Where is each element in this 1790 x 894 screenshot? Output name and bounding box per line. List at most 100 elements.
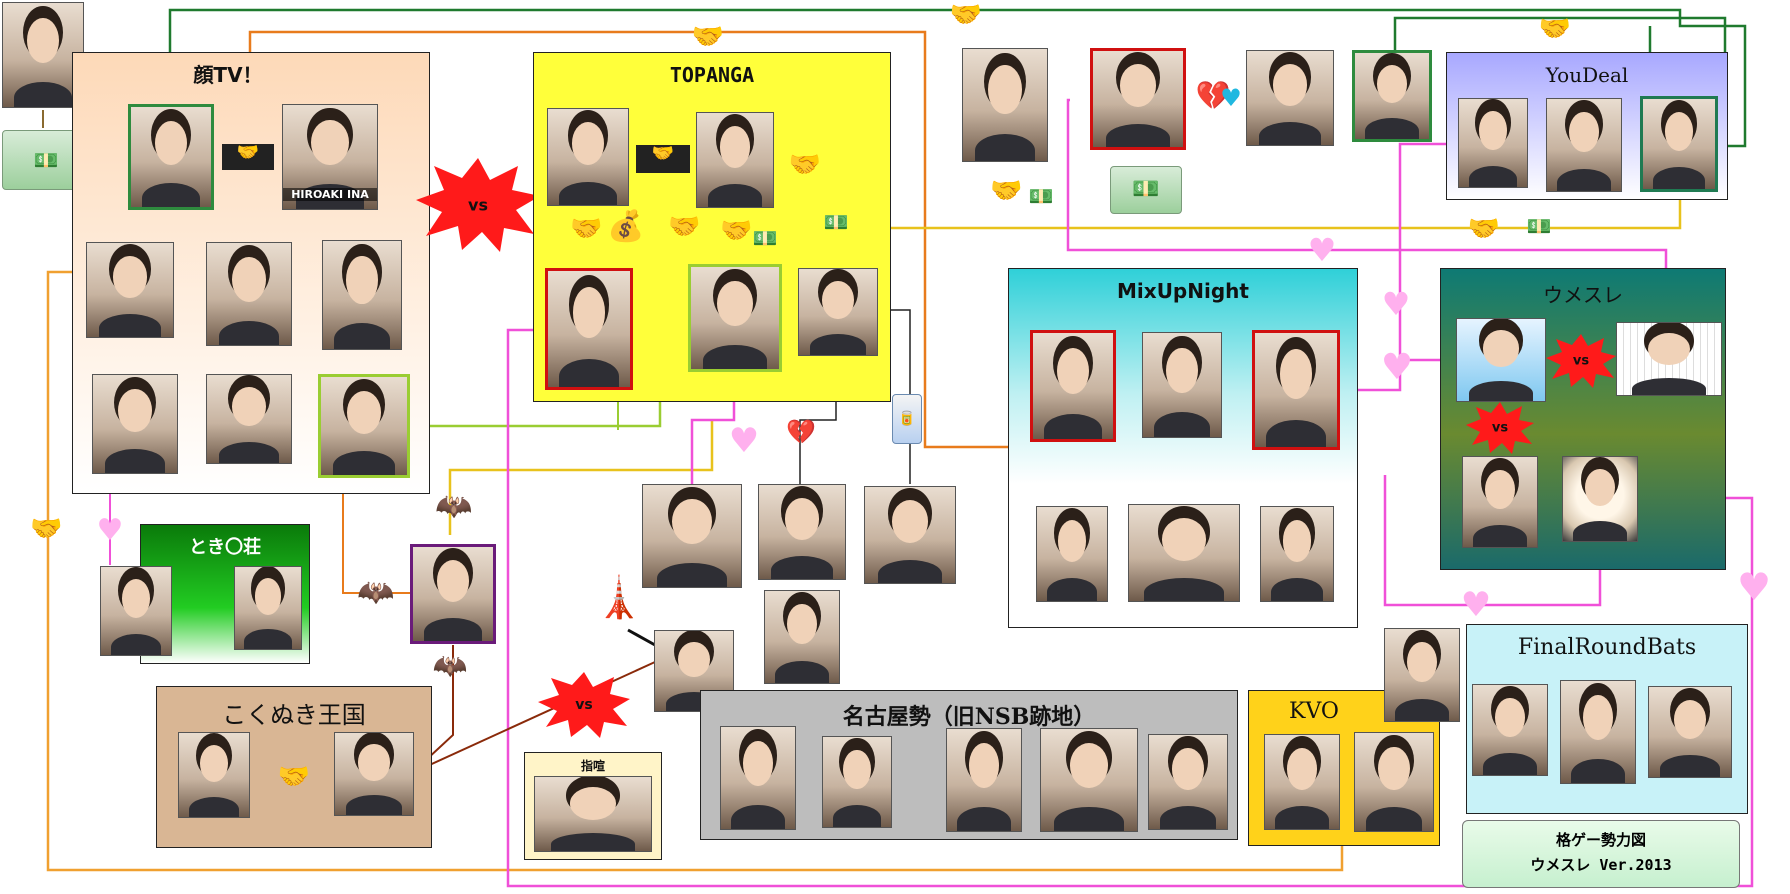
kokunuki-member-photo xyxy=(178,732,250,818)
toki-so-member-photo xyxy=(100,566,172,656)
handshake-icon: 🤝 xyxy=(720,216,753,246)
umesure-member-image xyxy=(1616,322,1722,396)
diagram-title: 格ゲー勢力図 xyxy=(1555,831,1646,849)
heart-icon: ♥ xyxy=(1307,231,1337,269)
green-connector xyxy=(168,8,1747,148)
vs-label: vs xyxy=(468,195,488,215)
yellow-connector xyxy=(448,420,714,535)
kao-tv-member-photo xyxy=(206,242,292,346)
vs-burst-icon xyxy=(1546,334,1616,388)
vs-burst-icon xyxy=(416,158,540,252)
vs-badge: vs xyxy=(416,158,540,252)
kao-tv-member-photo: HIROAKI INA xyxy=(282,104,378,210)
nagoya-member-photo xyxy=(946,728,1022,832)
mixupnight-member-photo xyxy=(1252,330,1340,450)
group-title-kao-tv: 顔TV！ xyxy=(193,63,263,87)
diagram-title-card: 格ゲー勢力図 ウメスレ Ver.2013 xyxy=(1462,820,1740,888)
vs-label: vs xyxy=(1491,420,1509,436)
heart-icon: ♥ xyxy=(1736,565,1772,609)
topanga-member-photo xyxy=(547,108,629,206)
member-photo xyxy=(642,484,742,588)
vs-label: vs xyxy=(1572,353,1590,369)
bat-icon: 🦇 xyxy=(357,575,395,610)
group-title-youdeal: YouDeal xyxy=(1545,63,1629,87)
handshake-icon: 🤝 xyxy=(949,0,983,30)
brown-connector xyxy=(342,490,412,594)
arrow-to-tower xyxy=(627,628,656,647)
member-photo xyxy=(1090,48,1186,150)
heart-icon: ♥ xyxy=(1380,347,1414,388)
mixupnight-member-photo xyxy=(1030,330,1116,442)
kvo-member-photo xyxy=(1264,734,1340,830)
group-title-kvo: KVO xyxy=(1289,699,1339,724)
brown-connector-3 xyxy=(411,661,656,774)
group-title-toki-so: とき〇荘 xyxy=(189,537,261,558)
yellow-connector-2 xyxy=(890,194,1682,230)
nagoya-member-photo xyxy=(822,736,892,828)
pink-connector xyxy=(506,328,1754,888)
kao-tv-member-photo xyxy=(206,374,292,464)
member-photo xyxy=(1246,50,1334,146)
kao-tv-member-photo xyxy=(322,240,402,350)
money-icon: 💵 xyxy=(1028,184,1054,208)
topanga-member-photo xyxy=(798,268,878,356)
group-title-topanga: TOPANGA xyxy=(669,63,755,87)
vs-badge: vs xyxy=(538,672,630,738)
youdeal-member-photo xyxy=(1640,96,1718,192)
kao-tv-member-photo xyxy=(318,374,410,478)
heart-icon: ♥ xyxy=(96,513,124,548)
diagram-version: ウメスレ Ver.2013 xyxy=(1530,856,1672,874)
nagoya-member-photo xyxy=(1148,734,1228,830)
handshake-icon: 🤝 xyxy=(570,214,603,244)
mixupnight-member-photo xyxy=(1260,506,1334,602)
mixupnight-member-photo xyxy=(1036,506,1108,602)
kvo-member-photo xyxy=(1384,628,1460,722)
tower-icon: 🗼 xyxy=(594,575,644,621)
youdeal-member-photo xyxy=(1546,98,1622,192)
vs-badge: vs xyxy=(1466,402,1534,454)
topanga-member-photo xyxy=(688,264,782,372)
handshake-icon: 🤝 xyxy=(691,22,725,52)
group-title-mixupnight: MixUpNight xyxy=(1117,279,1249,303)
photo-caption: HIROAKI INA xyxy=(283,188,377,201)
umesure-member-image xyxy=(1562,456,1638,542)
topanga-member-photo xyxy=(545,268,633,390)
bat-icon: 🦇 xyxy=(432,649,468,682)
vs-burst-icon xyxy=(538,672,630,738)
broken-heart-icon: 💔 xyxy=(1195,79,1231,112)
member-photo xyxy=(410,544,496,644)
member-photo xyxy=(962,48,1048,162)
bat-icon: 🦇 xyxy=(435,489,473,524)
finalroundbats-member-photo xyxy=(1560,680,1636,784)
mixupnight-member-photo xyxy=(1128,504,1240,602)
member-photo xyxy=(1352,50,1432,142)
group-title-kokunuki: こくぬき王国 xyxy=(222,701,366,729)
umesure-member-photo xyxy=(1462,456,1538,548)
broken-heart-icon: 💔 xyxy=(786,418,816,446)
money-icon: 💵 xyxy=(1526,214,1552,238)
finalroundbats-member-photo xyxy=(1472,684,1548,776)
kvo-member-photo xyxy=(1354,732,1434,832)
mixupnight-member-photo xyxy=(1142,332,1222,438)
kokunuki-member-photo xyxy=(334,732,414,816)
handshake-icon: 🤝 xyxy=(1467,214,1501,244)
money-icon: 💰 xyxy=(607,209,645,244)
group-photo xyxy=(534,776,652,852)
nagoya-member-photo xyxy=(1040,728,1138,832)
handshake-icon: 🤝 xyxy=(222,144,274,170)
vs-badge: vs xyxy=(1546,334,1616,388)
group-title-umesure: ウメスレ xyxy=(1543,283,1623,307)
handshake-icon: 🤝 xyxy=(788,150,822,180)
member-photo xyxy=(864,486,956,584)
beer-can-icon: 🥫 xyxy=(892,394,922,444)
kao-tv-member-photo xyxy=(128,104,214,210)
nagoya-member-photo xyxy=(720,726,796,830)
handshake-icon: 🤝 xyxy=(990,176,1023,206)
member-photo xyxy=(764,590,840,684)
vs-burst-icon xyxy=(1466,402,1534,454)
youdeal-member-photo xyxy=(1458,98,1528,188)
handshake-icon: 🤝 xyxy=(277,762,311,792)
group-title-shisa: 指喧 xyxy=(580,759,605,773)
group-title-finalroundbats: FinalRoundBats xyxy=(1517,635,1697,660)
